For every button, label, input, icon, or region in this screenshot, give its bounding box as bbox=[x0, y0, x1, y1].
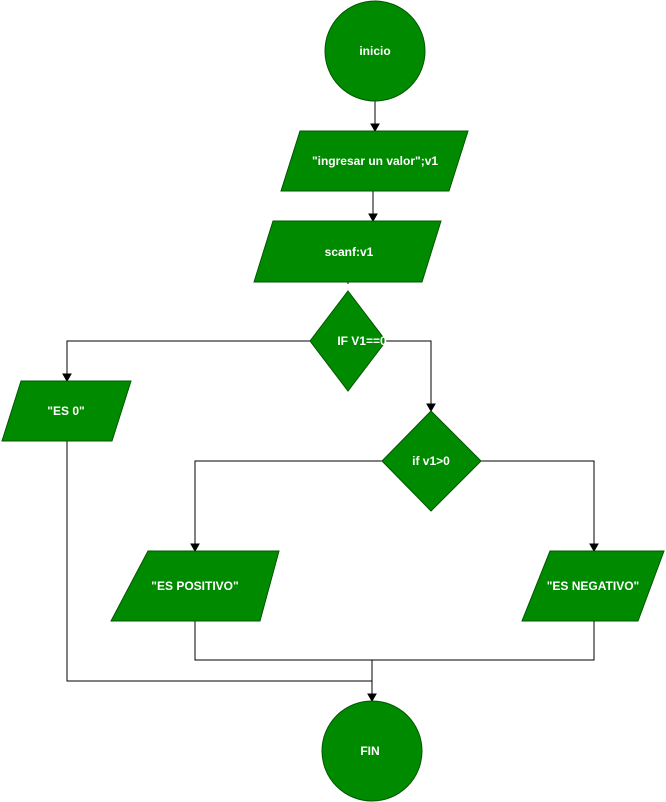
arrowhead bbox=[190, 543, 200, 553]
out-pos-label: "ES POSITIVO" bbox=[151, 579, 238, 593]
start-label: inicio bbox=[359, 44, 390, 58]
prompt-parallelogram bbox=[280, 130, 469, 192]
out-zero-label: "ES 0" bbox=[47, 404, 84, 418]
arrowhead bbox=[367, 693, 377, 703]
start-circle bbox=[324, 0, 426, 102]
arrowhead bbox=[368, 213, 378, 223]
end-circle bbox=[321, 700, 423, 802]
node-prompt: "ingresar un valor";v1 bbox=[280, 130, 469, 192]
node-cond-pos: if v1>0 bbox=[381, 410, 482, 512]
cond-zero-diamond bbox=[309, 290, 387, 392]
node-out-zero: "ES 0" bbox=[1, 380, 132, 442]
edge-out-neg-to-end bbox=[372, 621, 595, 661]
arrowhead bbox=[589, 543, 599, 553]
edge-cond-zero-to-cond-pos bbox=[386, 340, 432, 405]
edge-cond-pos-to-out-pos bbox=[194, 460, 382, 545]
scan-parallelogram bbox=[253, 220, 442, 283]
node-fin: FIN bbox=[321, 700, 423, 802]
out-pos-parallelogram bbox=[110, 550, 280, 622]
arrowhead bbox=[426, 403, 436, 413]
node-out-neg: "ES NEGATIVO" bbox=[521, 550, 665, 622]
edge-out-zero-to-end bbox=[66, 441, 372, 682]
node-inicio: inicio bbox=[324, 0, 426, 102]
end-label: FIN bbox=[360, 744, 379, 758]
cond-pos-label: if v1>0 bbox=[412, 454, 450, 468]
node-out-pos: "ES POSITIVO" bbox=[110, 550, 280, 622]
cond-pos-diamond bbox=[381, 410, 482, 512]
cond-zero-label: IF V1==0 bbox=[337, 334, 387, 348]
arrowhead bbox=[370, 123, 380, 133]
out-zero-parallelogram bbox=[1, 380, 132, 442]
edge-cond-zero-to-out-zero bbox=[66, 340, 310, 375]
node-scan: scanf:v1 bbox=[253, 220, 442, 283]
node-cond-zero: IF V1==0 bbox=[309, 290, 387, 392]
out-neg-parallelogram bbox=[521, 550, 665, 622]
edges bbox=[62, 101, 599, 703]
scan-label: scanf:v1 bbox=[325, 245, 374, 259]
edge-cond-pos-to-out-neg bbox=[481, 460, 595, 545]
arrowhead bbox=[62, 373, 72, 383]
out-neg-label: "ES NEGATIVO" bbox=[547, 579, 640, 593]
prompt-label: "ingresar un valor";v1 bbox=[312, 154, 438, 168]
edge-out-pos-to-end bbox=[194, 621, 372, 661]
